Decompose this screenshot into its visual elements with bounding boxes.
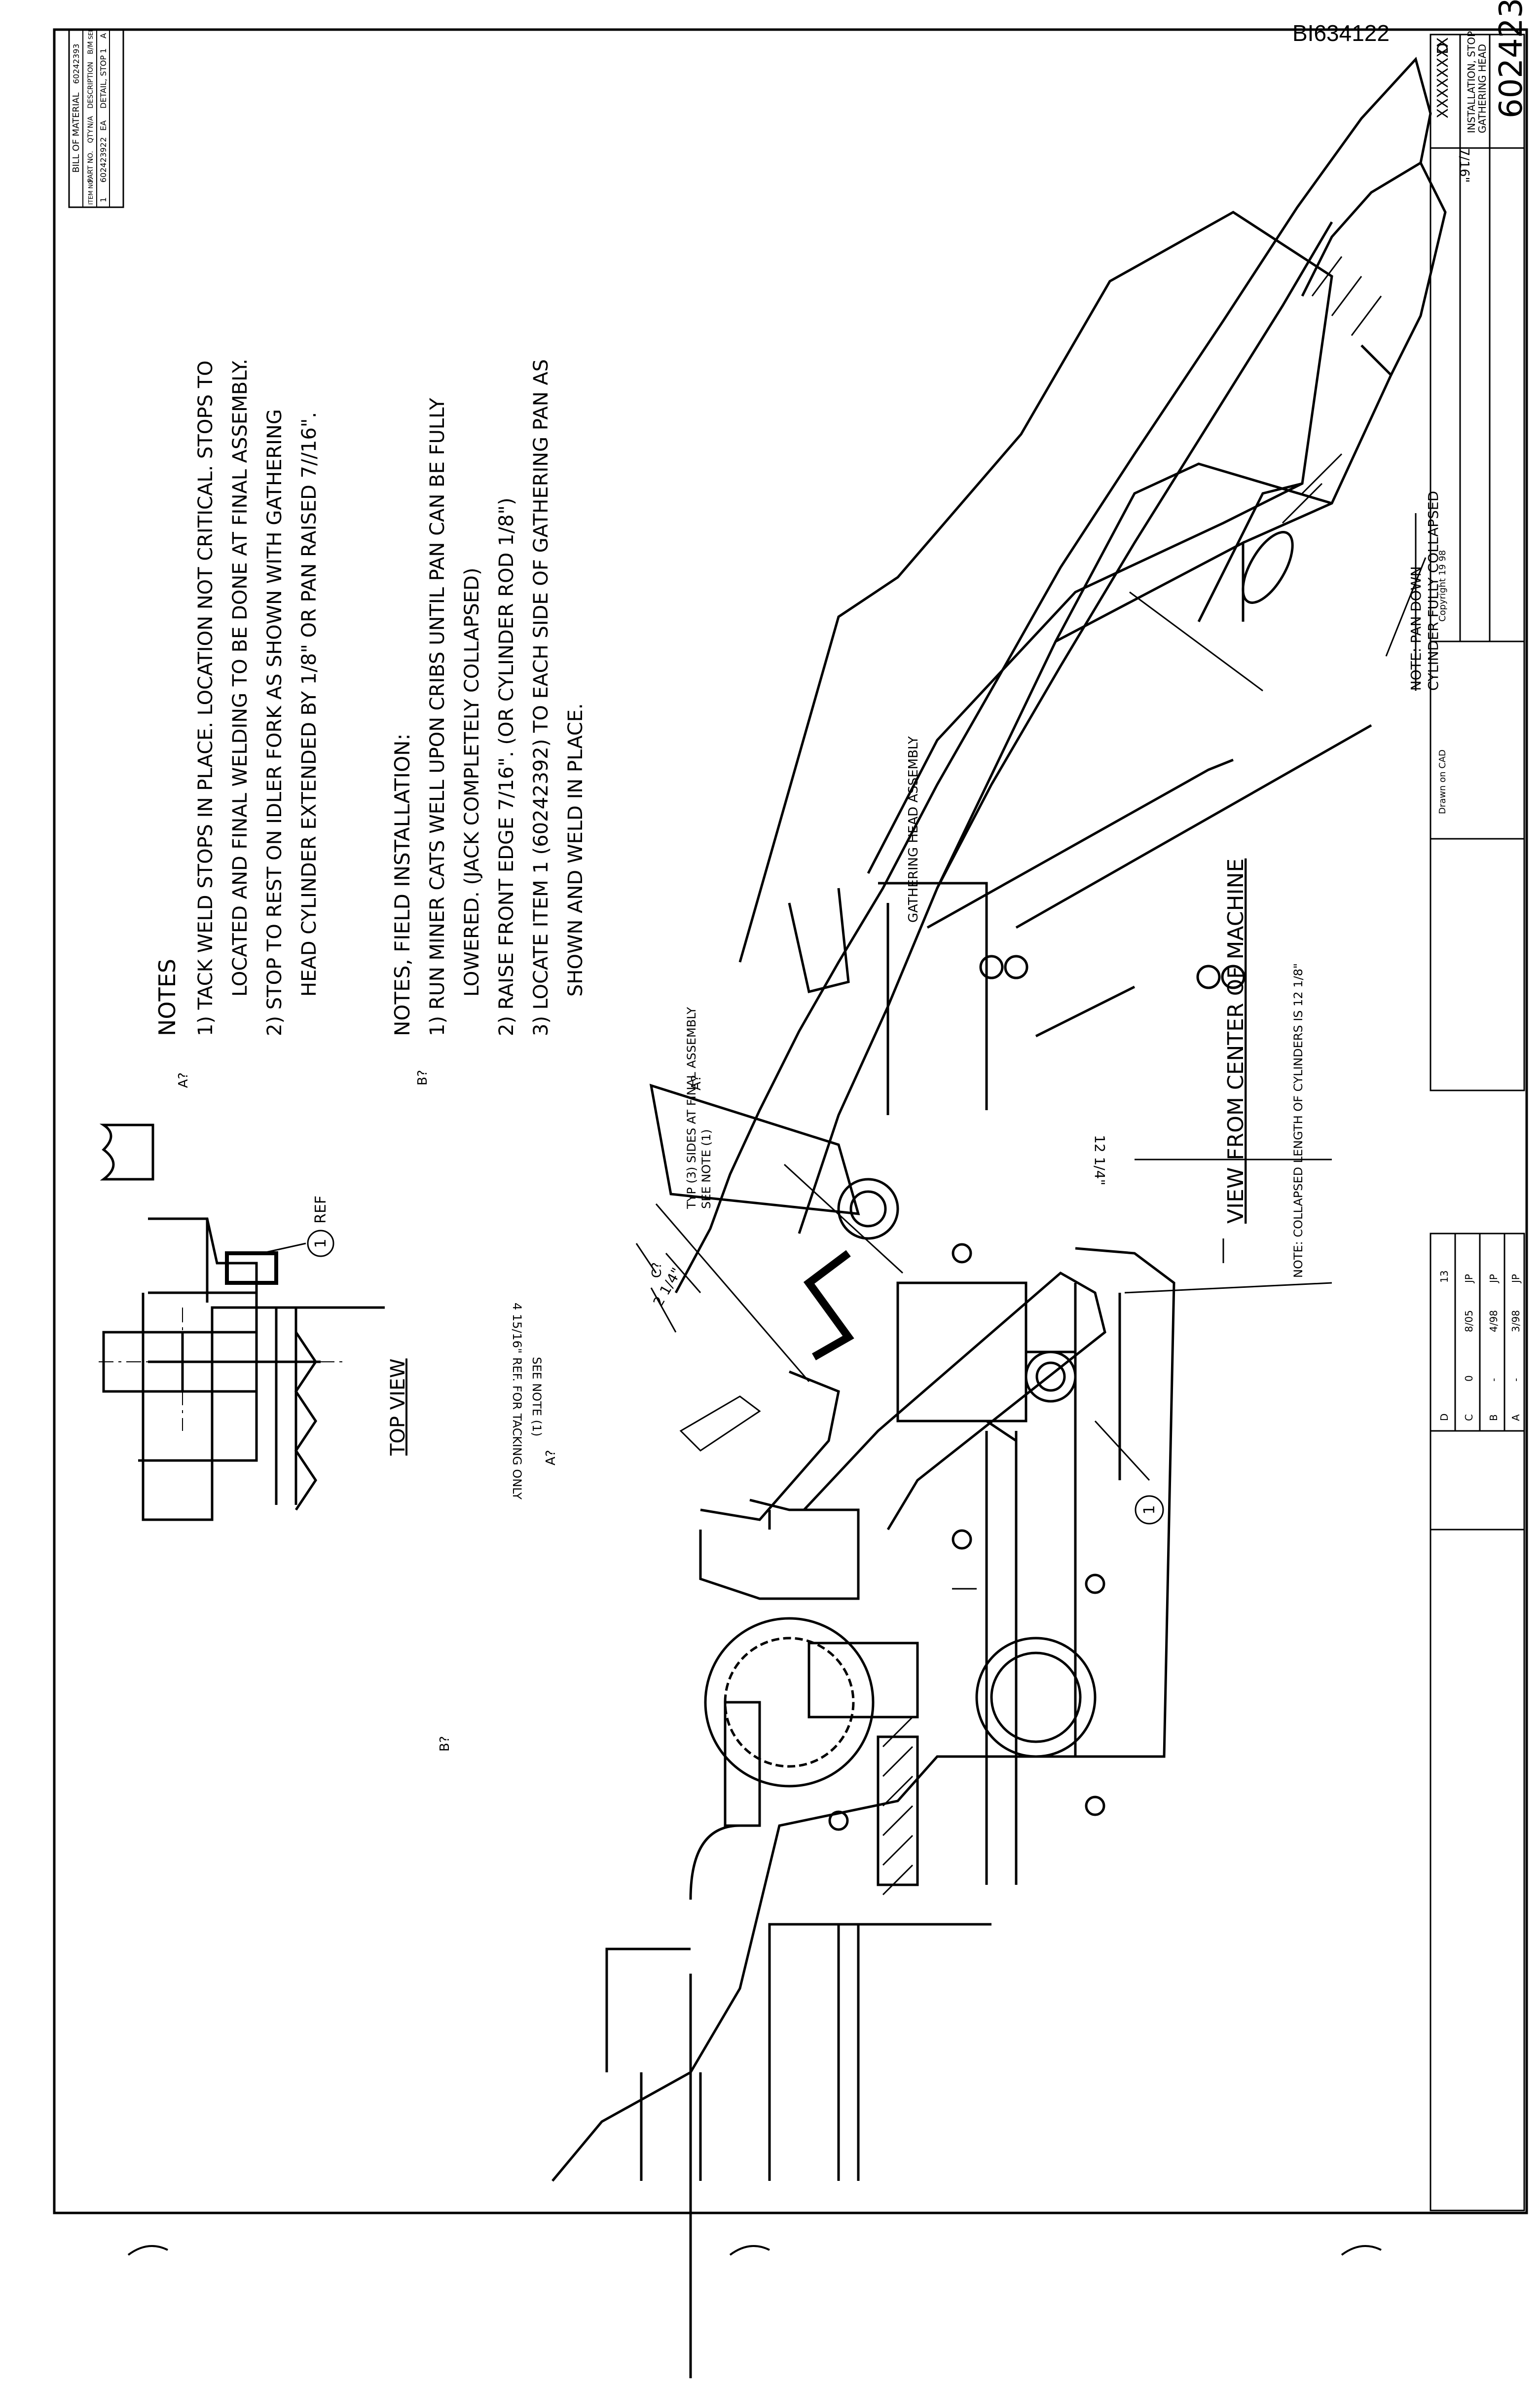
see-note-1: SEE NOTE (1) — [530, 1357, 544, 1436]
bom-row-qty: 2 — [99, 137, 108, 142]
main-view-label: VIEW FROM CENTER OF MACHINE — [1223, 859, 1248, 1224]
hatching — [882, 256, 1382, 1896]
notes-block: NOTES 1) TACK WELD STOPS IN PLACE. LOCAT… — [154, 359, 321, 1036]
notes-heading: NOTES — [154, 959, 181, 1036]
title-block-dwg-no: 60242393 — [1493, 0, 1530, 118]
pan-note-line-1: NOTE: PAN DOWN — [1408, 566, 1424, 691]
rev-row-3-by: JP — [1488, 1274, 1500, 1284]
gathering-head-label: GATHERING HEAD ASSEMBLY — [906, 736, 921, 923]
top-view-label: TOP VIEW — [387, 1358, 409, 1456]
bom-header-item: ITEM NO. — [87, 178, 94, 205]
leaders — [635, 513, 1427, 1590]
field-notes-line-2: LOWERED. (JACK COMPLETELY COLLAPSED) — [461, 567, 483, 997]
top-view-ref: REF — [312, 1196, 330, 1224]
notes-line-1: 1) TACK WELD STOPS IN PLACE. LOCATION NO… — [194, 361, 217, 1037]
punch-marks — [127, 2245, 1382, 2256]
notes-rev-flag: A? — [176, 1072, 191, 1088]
main-flag-top: A? — [689, 1075, 704, 1090]
title-block-title-2: GATHERING HEAD — [1476, 44, 1488, 133]
weld-see-note: SEE NOTE (1) — [699, 1129, 713, 1209]
rev-row-2: C — [1463, 1414, 1475, 1421]
dim-7-16: 7/16" — [1457, 148, 1471, 183]
bom-header-part: PART NO. — [87, 151, 95, 183]
field-notes-line-1: 1) RUN MINER CATS WELL UPON CRIBS UNTIL … — [426, 398, 449, 1036]
title-block — [1430, 34, 1525, 2211]
bom-row-unit: EA — [99, 120, 108, 131]
bom-row-part: 60242392 — [99, 143, 108, 183]
title-block-title-1: INSTALLATION, STOP — [1466, 31, 1477, 133]
rev-row-3-ecn: - — [1488, 1378, 1500, 1382]
bom-dwg-no: 60242393 — [72, 44, 81, 84]
weld-symbol-text: TYP (3) SIDES AT FINAL ASSEMBLY — [685, 1007, 698, 1209]
pan-note-line-2: CYLINDER FULLY COLLAPSED — [1425, 491, 1441, 691]
bill-of-material: BILL OF MATERIAL 60242393 ITEM NO. PART … — [68, 28, 124, 208]
bom-row-desc: DETAIL, STOP — [99, 55, 108, 109]
top-view-rev-flag: B? — [438, 1736, 452, 1752]
page-id: BI634122 — [1292, 20, 1390, 46]
dim-12-1-4: 12 1/4" — [1092, 1135, 1108, 1185]
main-flag-c: C? — [650, 1262, 664, 1278]
rev-row-2-date: 8/05 — [1463, 1310, 1475, 1332]
bom-row-bm: 1 — [99, 48, 108, 53]
main-balloon — [1135, 1495, 1164, 1525]
title-block-rev: D — [1434, 43, 1452, 54]
main-view-drawing — [551, 56, 1447, 2378]
title-block-copyright: Copyright 19 98 — [1437, 550, 1448, 622]
top-view-drawing — [99, 1123, 385, 1521]
sheet-border — [53, 28, 1528, 2214]
rev-row-2-ecn: 0 — [1463, 1375, 1475, 1382]
top-view-balloon-text: 1 — [312, 1238, 330, 1248]
field-notes-rev-flag: B? — [415, 1070, 430, 1086]
notes-line-3: 2) STOP TO REST ON IDLER FORK AS SHOWN W… — [263, 409, 286, 1036]
field-notes-line-3: 2) RAISE FRONT EDGE 7/16". (OR CYLINDER … — [495, 497, 518, 1036]
rev-row-3: B — [1488, 1414, 1500, 1421]
bom-header-bm: B/M — [87, 41, 95, 54]
bom-header-na: N/A — [87, 116, 95, 128]
bom-header-desc: DESCRIPTION — [87, 62, 95, 109]
main-flag-a: A? — [544, 1450, 558, 1465]
rev-table: D 13 C 0 8/05 JP B - 4/98 JP A - 3/98 JP — [1438, 1271, 1522, 1421]
dim-4-15-16: 4 15/16" REF. FOR TACKING ONLY — [510, 1303, 524, 1499]
rev-row-4-date: 3/98 — [1510, 1310, 1522, 1332]
cylinder-note: NOTE: COLLAPSED LENGTH OF CYLINDERS IS 1… — [1291, 963, 1305, 1278]
field-notes-block: NOTES, FIELD INSTALLATION: 1) RUN MINER … — [390, 359, 587, 1036]
bom-header-qty: QTY — [87, 129, 95, 143]
rev-row-1: D — [1438, 1414, 1450, 1421]
bom-header-see: SEE — [87, 28, 94, 39]
rev-row-4-by: JP — [1510, 1274, 1522, 1284]
field-notes-line-4: 3) LOCATE ITEM 1 (60242392) TO EACH SIDE… — [530, 359, 552, 1036]
stop-part — [803, 1250, 854, 1360]
notes-line-4: HEAD CYLINDER EXTENDED BY 1/8" OR PAN RA… — [298, 412, 321, 997]
field-notes-line-5: SHOWN AND WELD IN PLACE. — [564, 703, 587, 997]
field-notes-heading: NOTES, FIELD INSTALLATION: — [390, 733, 414, 1036]
rev-row-2-by: JP — [1463, 1274, 1475, 1284]
title-block-number: XXXXXXXX — [1434, 37, 1452, 118]
notes-line-2: LOCATED AND FINAL WELDING TO BE DONE AT … — [229, 359, 252, 997]
rev-row-1-by: 13 — [1438, 1271, 1450, 1283]
main-balloon-text: 1 — [1141, 1505, 1158, 1514]
title-block-drawn: Drawn on CAD — [1437, 749, 1448, 814]
pins — [704, 531, 1294, 1831]
rev-row-3-date: 4/98 — [1488, 1310, 1500, 1332]
rev-row-4-ecn: - — [1510, 1378, 1522, 1382]
bom-title: BILL OF MATERIAL — [71, 92, 81, 173]
top-view-balloon — [307, 1230, 334, 1257]
bom-row-item: 1 — [99, 197, 108, 202]
bom-row-see: A — [99, 33, 108, 38]
rev-row-4: A — [1510, 1414, 1522, 1421]
